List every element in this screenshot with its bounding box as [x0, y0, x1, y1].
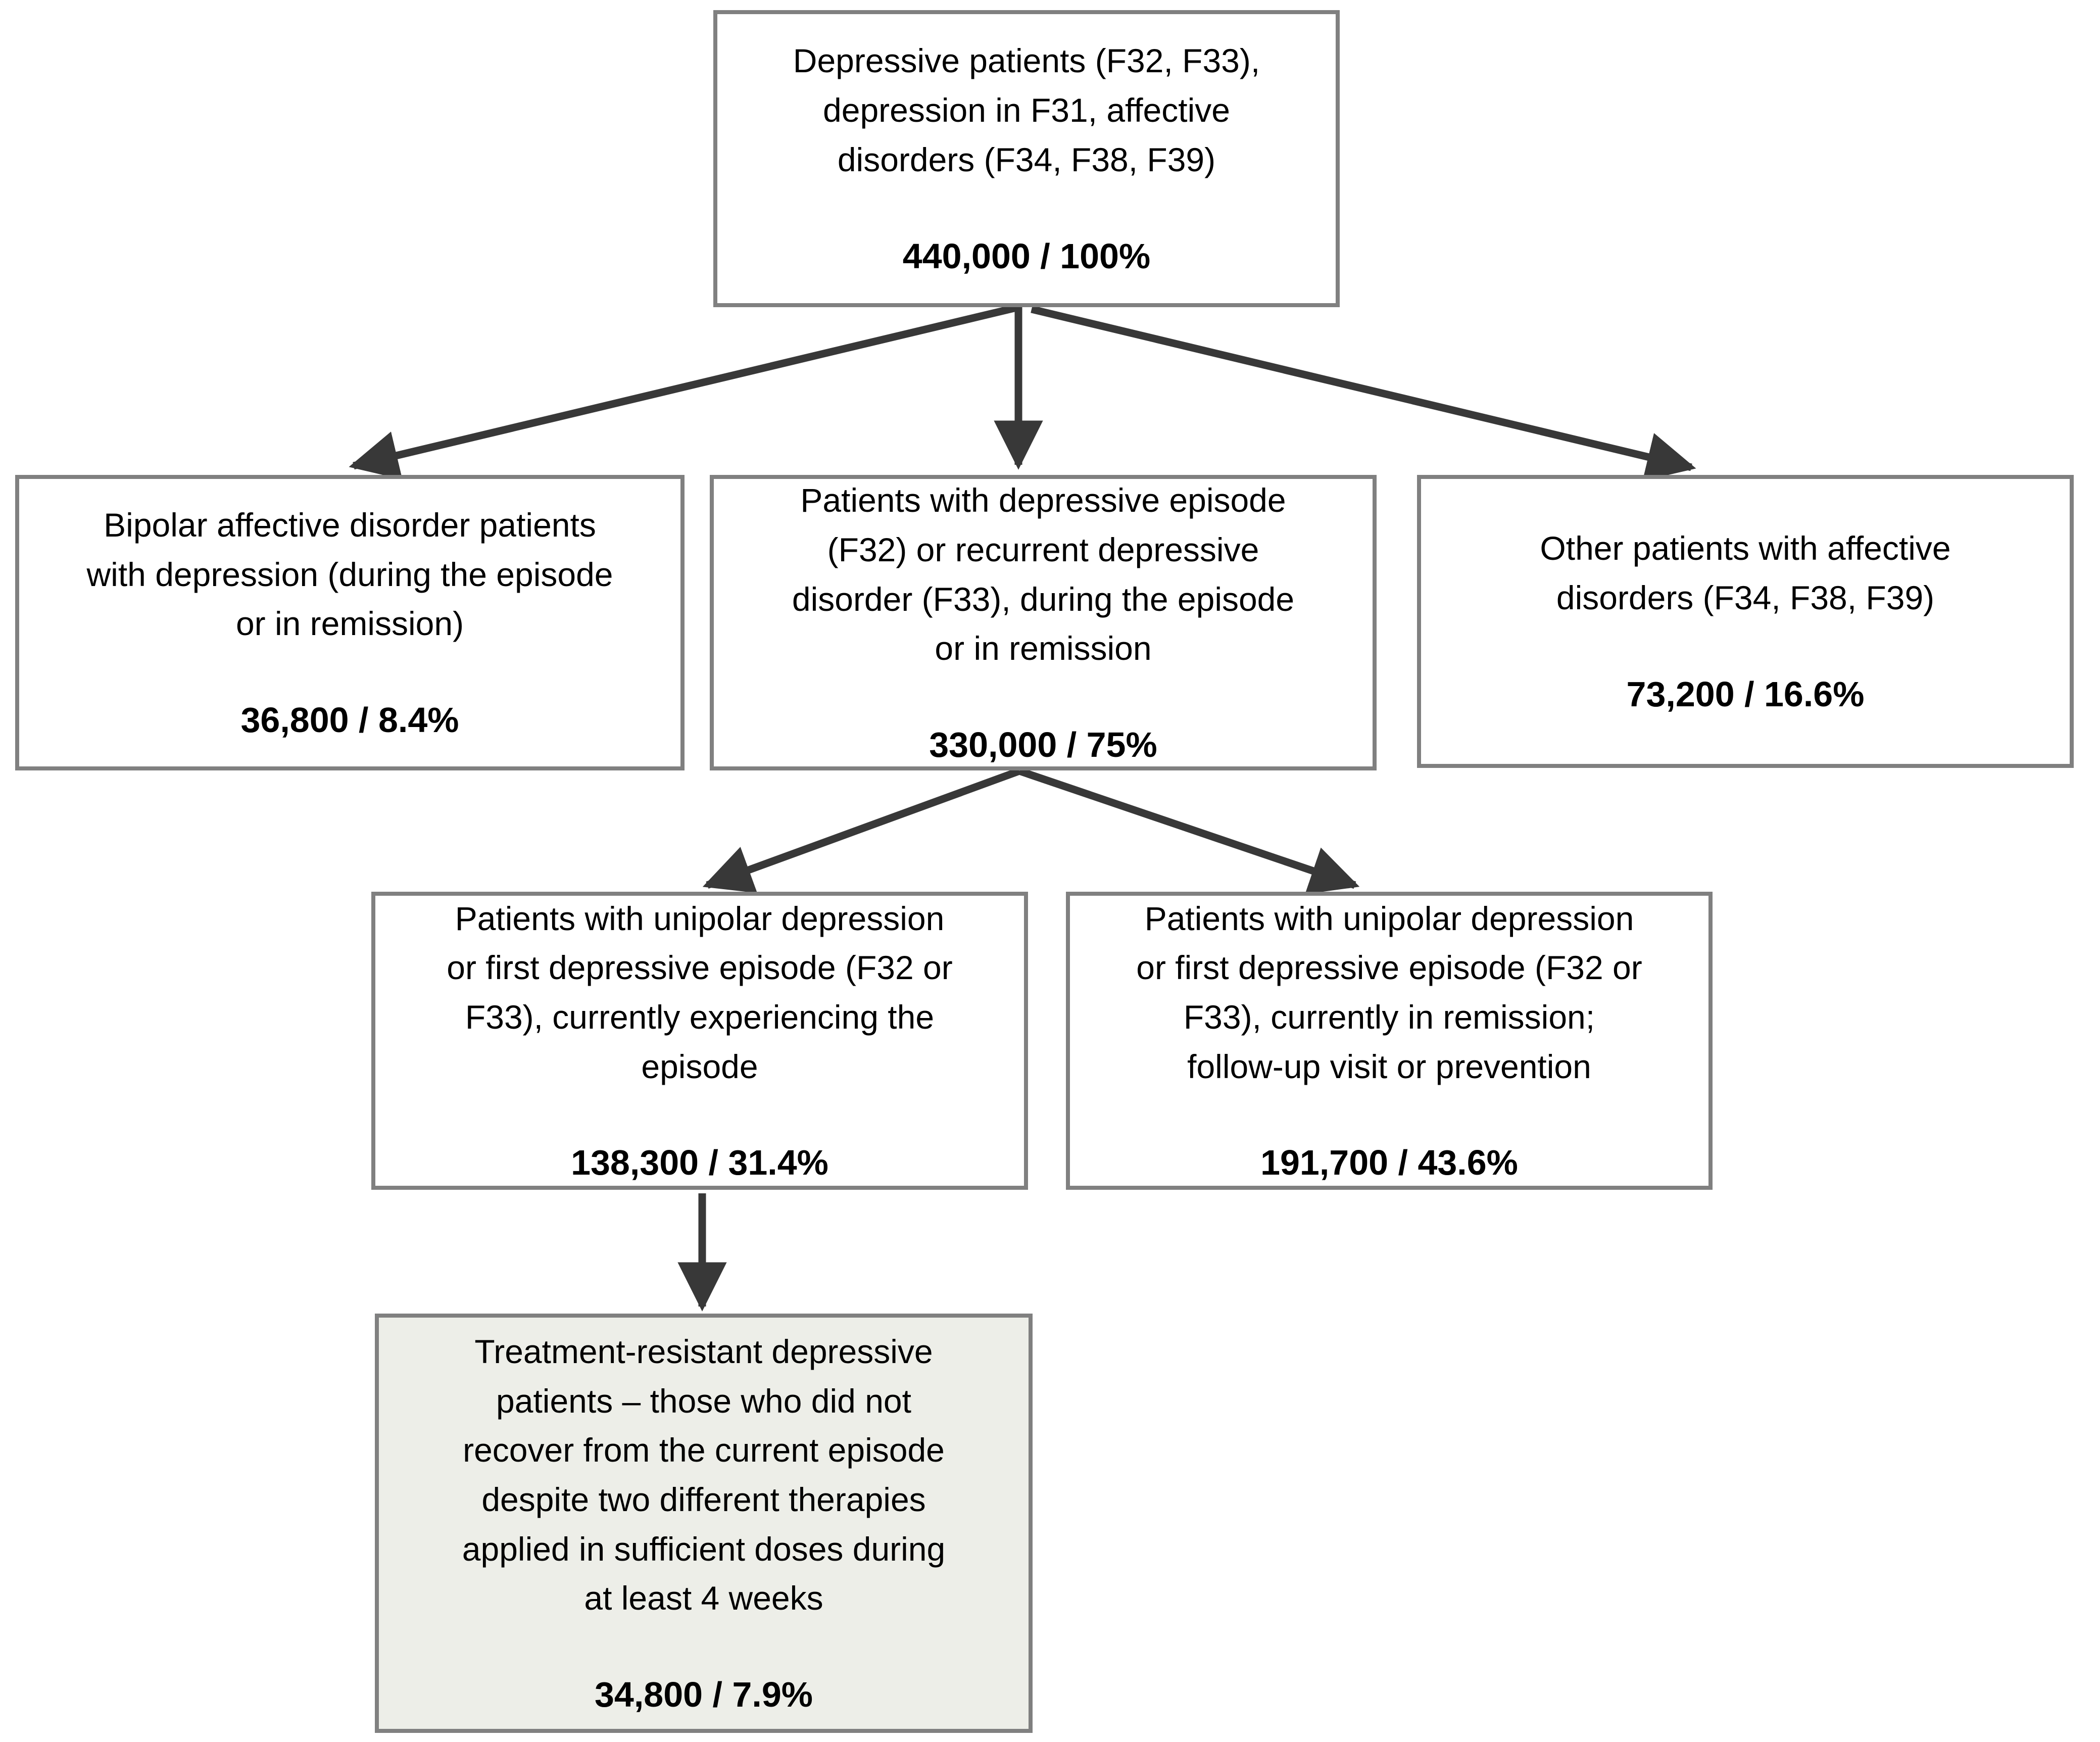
node-value: 191,700 / 43.6% [1260, 1143, 1518, 1183]
node-label: Patients with depressive episode (F32) o… [792, 481, 1295, 667]
arrow-root-to-other-affective [1031, 305, 1696, 481]
arrow-depressive-to-current-episode [702, 767, 1021, 893]
node-label: Bipolar affective disorder patients with… [86, 506, 613, 643]
node-depressive-episode: Patients with depressive episode (F32) o… [710, 475, 1377, 770]
node-value: 34,800 / 7.9% [595, 1675, 813, 1715]
node-label: Other patients with affective disorders … [1540, 529, 1951, 616]
node-treatment-resistant: Treatment-resistant depressive patients … [375, 1314, 1033, 1733]
node-bipolar: Bipolar affective disorder patients with… [15, 475, 685, 770]
node-label: Treatment-resistant depressive patients … [462, 1332, 946, 1617]
node-label: Depressive patients (F32, F33), depressi… [793, 42, 1260, 178]
node-other-affective: Other patients with affective disorders … [1417, 475, 2074, 768]
arrow-depressive-to-in-remission [1018, 767, 1360, 894]
node-in-remission: Patients with unipolar depression or fir… [1066, 892, 1713, 1190]
arrow-root-to-bipolar [349, 303, 1019, 480]
node-value: 138,300 / 31.4% [571, 1143, 828, 1183]
node-label: Patients with unipolar depression or fir… [1136, 899, 1642, 1085]
node-value: 330,000 / 75% [929, 724, 1157, 764]
node-value: 73,200 / 16.6% [1626, 674, 1865, 714]
node-label: Patients with unipolar depression or fir… [447, 899, 953, 1085]
node-value: 36,800 / 8.4% [240, 700, 459, 740]
node-root: Depressive patients (F32, F33), depressi… [713, 10, 1340, 307]
node-value: 440,000 / 100% [902, 236, 1151, 276]
node-current-episode: Patients with unipolar depression or fir… [371, 892, 1028, 1190]
